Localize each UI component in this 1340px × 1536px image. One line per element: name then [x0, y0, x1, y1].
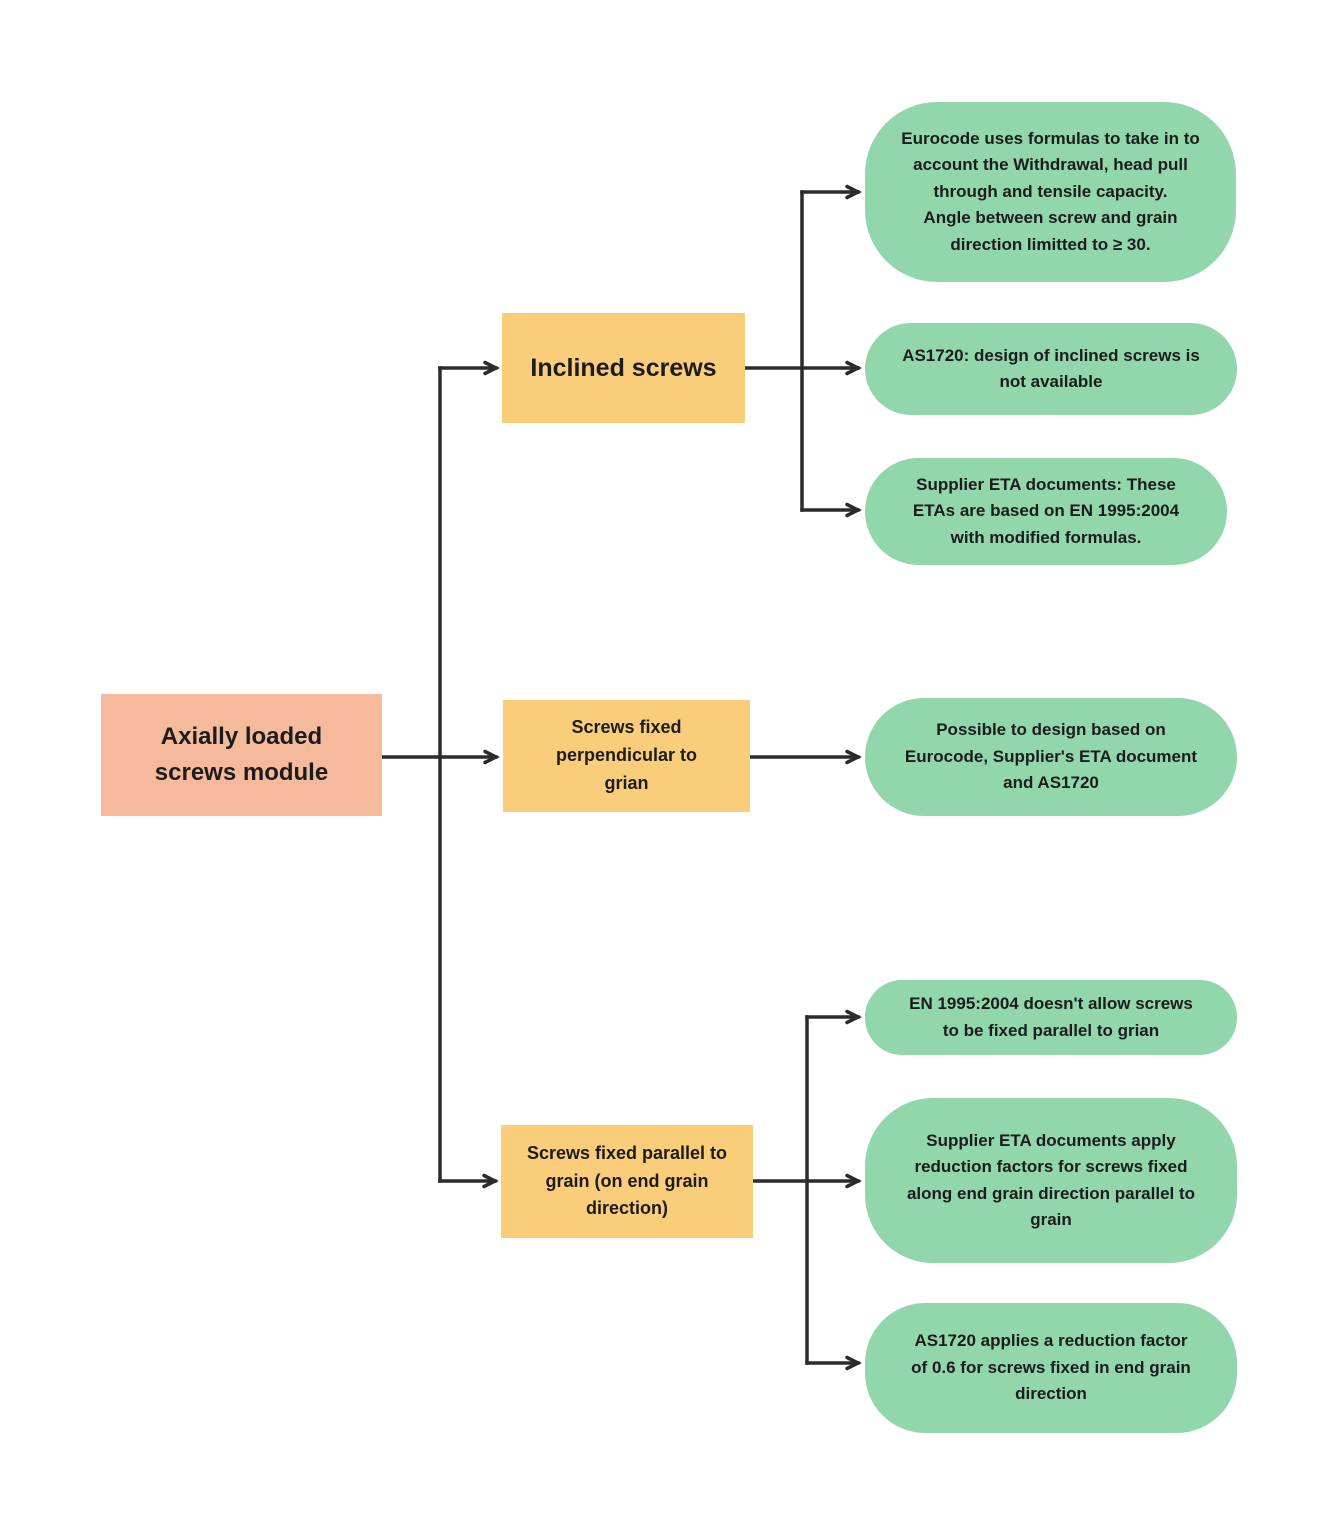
leaf-node-as1720-reduction-factor: AS1720 applies a reduction factor of 0.6…: [865, 1303, 1237, 1433]
branch-node-parallel-to-grain: Screws fixed parallel to grain (on end g…: [501, 1125, 753, 1238]
leaf-node-possible-to-design: Possible to design based on Eurocode, Su…: [865, 698, 1237, 816]
branch-node-perpendicular-to-grain: Screws fixed perpendicular to grian: [503, 700, 750, 812]
leaf-node-as1720-not-available: AS1720: design of inclined screws is not…: [865, 323, 1237, 415]
leaf-node-supplier-eta-en1995: Supplier ETA documents: These ETAs are b…: [865, 458, 1227, 565]
leaf-node-supplier-eta-reduction-factors: Supplier ETA documents apply reduction f…: [865, 1098, 1237, 1263]
branch-node-inclined-screws: Inclined screws: [502, 313, 745, 423]
leaf-node-eurocode-formulas: Eurocode uses formulas to take in to acc…: [865, 102, 1236, 282]
leaf-node-en1995-doesnt-allow: EN 1995:2004 doesn't allow screws to be …: [865, 980, 1237, 1055]
root-node-axially-loaded-screws: Axially loaded screws module: [101, 694, 382, 816]
